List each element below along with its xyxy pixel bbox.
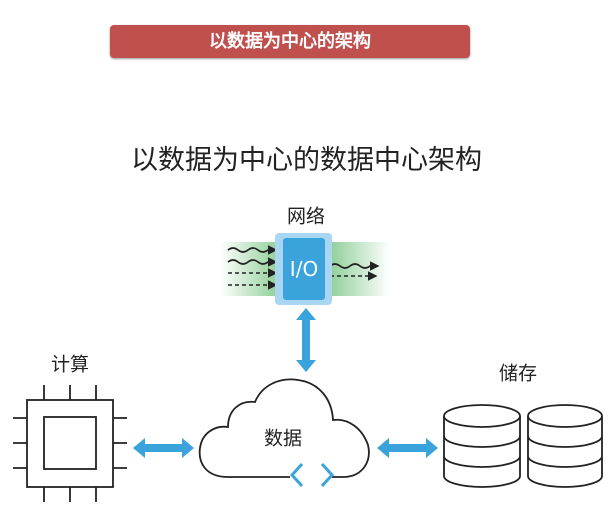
storage-label: 储存 [498, 362, 538, 385]
cpu-chip-icon [13, 385, 127, 502]
io-label: I/O [289, 257, 319, 281]
network-io-icon [220, 233, 390, 305]
compute-label: 计算 [50, 353, 90, 376]
storage-cylinders-icon [443, 404, 603, 488]
network-data-arrow [296, 308, 316, 372]
compute-data-arrow [133, 438, 194, 458]
network-label: 网络 [286, 205, 326, 228]
data-storage-arrow [377, 438, 438, 458]
banner-title: 以数据为中心的架构 [110, 25, 470, 58]
data-label: 数据 [263, 427, 303, 450]
code-brackets-icon [289, 462, 335, 488]
diagram-title: 以数据为中心的数据中心架构 [131, 145, 482, 176]
cloud-icon [198, 378, 370, 478]
